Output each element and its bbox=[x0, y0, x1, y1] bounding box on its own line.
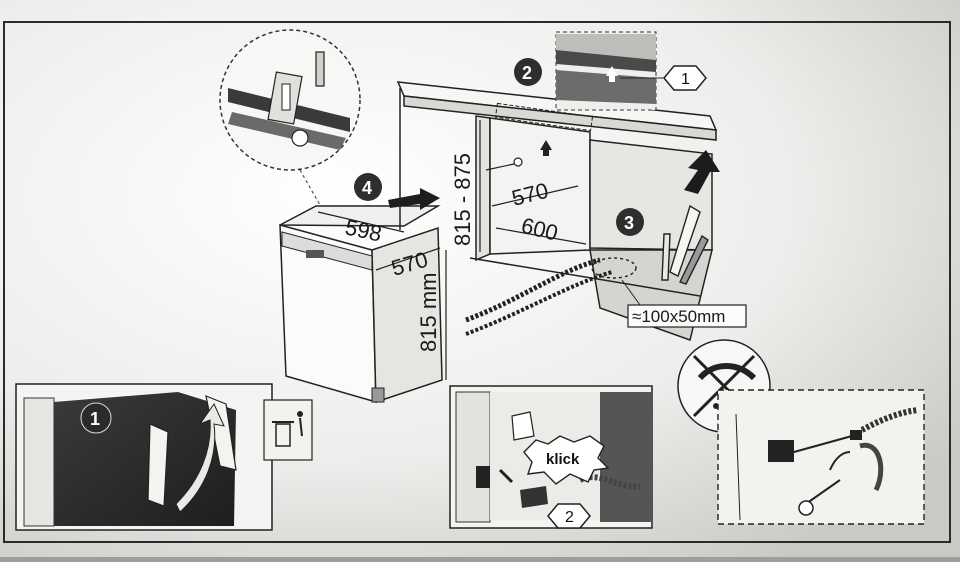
tools-icon bbox=[591, 204, 709, 285]
trash-bin-icon bbox=[263, 399, 313, 461]
hex-label-1: 1 bbox=[663, 65, 707, 91]
step-4-badge: 4 bbox=[354, 173, 382, 201]
cutout-label: ≈100x50mm bbox=[621, 279, 747, 328]
klick-callout: klick bbox=[523, 435, 610, 485]
dim-height-range: 815 - 875 bbox=[450, 153, 475, 246]
panel-step-1 bbox=[15, 383, 273, 531]
svg-text:2: 2 bbox=[565, 509, 574, 526]
svg-text:4: 4 bbox=[362, 178, 372, 198]
step-2-badge: 2 bbox=[514, 58, 542, 86]
svg-text:klick: klick bbox=[546, 451, 580, 468]
worktop-inset-detail bbox=[555, 31, 664, 111]
svg-text:2: 2 bbox=[522, 63, 532, 83]
lift-arrow bbox=[684, 150, 720, 194]
dishwasher-dimension-lines bbox=[317, 211, 447, 380]
outer-frame bbox=[3, 21, 951, 543]
svg-text:1: 1 bbox=[90, 409, 100, 429]
panel-water-connection bbox=[717, 389, 925, 525]
magnifier-detail-icon bbox=[219, 29, 361, 206]
svg-text:3: 3 bbox=[624, 213, 634, 233]
dim-height-815mm: 815 mm bbox=[416, 273, 441, 352]
up-arrow-icon bbox=[540, 140, 552, 156]
step-3-badge: 3 bbox=[616, 208, 644, 236]
dishwasher-unit bbox=[279, 205, 443, 404]
insert-arrow bbox=[388, 188, 440, 210]
mounting-strip bbox=[494, 102, 594, 132]
svg-text:≈100x50mm: ≈100x50mm bbox=[632, 307, 725, 326]
hex-label-2: 2 bbox=[547, 503, 591, 529]
niche-dimension-lines bbox=[479, 120, 587, 252]
step-1-badge: 1 bbox=[80, 402, 112, 434]
svg-text:1: 1 bbox=[681, 71, 690, 88]
